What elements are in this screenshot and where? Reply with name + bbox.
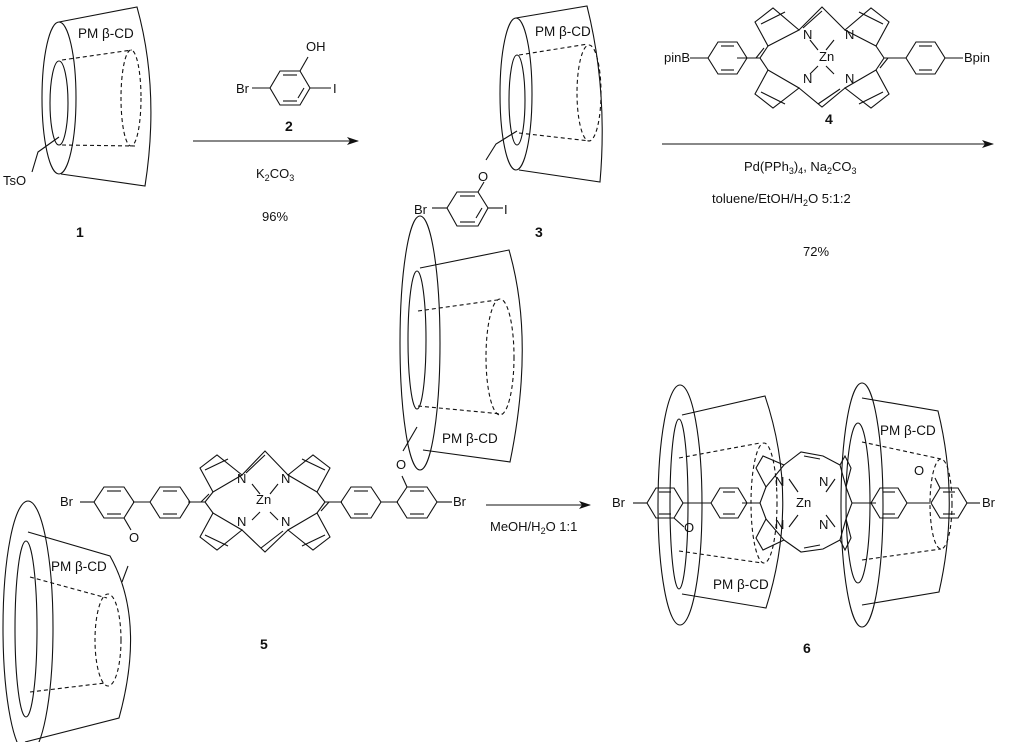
catalyst-part: , Na xyxy=(803,159,828,174)
host-label-5-upper: PM β-CD xyxy=(442,431,498,446)
oxygen-label-6a: O xyxy=(684,520,695,535)
solvent-part: toluene/EtOH/H xyxy=(712,191,804,206)
br-label-2: Br xyxy=(236,81,249,96)
n-label: N xyxy=(775,474,785,489)
cyclodextrin-cone-1 xyxy=(31,6,152,187)
oxygen-label-3: O xyxy=(478,169,489,184)
condition-solvent: toluene/EtOH/H2O 5:1:2 xyxy=(712,192,851,208)
catalyst-sub: 2 xyxy=(827,166,833,176)
n-label: N xyxy=(281,514,291,529)
catalyst-sub: 3 xyxy=(851,166,857,176)
solvent-part: O 5:1:2 xyxy=(808,191,851,206)
tso-label: TsO xyxy=(3,173,27,188)
n-label: N xyxy=(845,27,855,42)
iodo-label-2: I xyxy=(333,81,337,96)
compound-number-3: 3 xyxy=(535,224,543,240)
n-label: N xyxy=(819,474,829,489)
catalyst-part: Pd(PPh xyxy=(744,159,789,174)
meoh-part: MeOH/H xyxy=(490,519,541,534)
n-label: N xyxy=(775,517,785,532)
meoh-part: O 1:1 xyxy=(545,519,578,534)
k2co3-sub: 2 xyxy=(264,173,270,183)
n-label: N xyxy=(819,517,829,532)
host-label-6-left: PM β-CD xyxy=(713,577,769,592)
k2co3-part: K xyxy=(256,166,265,181)
iodo-label-3: I xyxy=(504,202,508,217)
oxygen-label-5a: O xyxy=(396,457,407,472)
compound-number-5: 5 xyxy=(260,636,268,652)
catalyst-sub: 3 xyxy=(788,166,794,176)
zn-label-4: Zn xyxy=(819,49,835,64)
cyclodextrin-cone-5-lower xyxy=(2,500,132,742)
br-label-5b: Br xyxy=(453,494,466,509)
br-label-5a: Br xyxy=(60,494,73,509)
condition-catalyst: Pd(PPh3)4, Na2CO3 xyxy=(744,160,857,176)
pinb-label: pinB xyxy=(664,50,691,65)
host-label-3: PM β-CD xyxy=(535,24,591,39)
porphyrin-4 xyxy=(690,6,963,109)
yield-step-2: 72% xyxy=(803,244,830,259)
solvent-sub: 2 xyxy=(803,198,809,208)
compound-number-4: 4 xyxy=(825,111,833,127)
br-label-3: Br xyxy=(414,202,427,217)
zn-label-5: Zn xyxy=(256,492,272,507)
n-label: N xyxy=(237,514,247,529)
porphyrin-5 xyxy=(80,450,452,553)
yield-step-1: 96% xyxy=(262,209,289,224)
bromoiodophenol-2 xyxy=(252,56,331,106)
bpin-label: Bpin xyxy=(964,50,991,65)
zn-label-6: Zn xyxy=(796,495,812,510)
br-label-6a: Br xyxy=(612,495,625,510)
br-label-6b: Br xyxy=(982,495,995,510)
cyclodextrin-cone-3 xyxy=(485,5,603,183)
catalyst-part: CO xyxy=(832,159,852,174)
n-label: N xyxy=(845,71,855,86)
catalyst-part: ) xyxy=(793,159,799,174)
compound-number-6: 6 xyxy=(803,640,811,656)
catalyst-sub: 4 xyxy=(798,166,804,176)
condition-k2co3: K2CO3 xyxy=(256,167,294,183)
host-label-6-right: PM β-CD xyxy=(880,423,936,438)
n-label: N xyxy=(803,27,813,42)
cyclodextrin-cone-5-upper xyxy=(399,215,523,471)
compound-number-2: 2 xyxy=(285,118,293,134)
condition-meoh-water: MeOH/H2O 1:1 xyxy=(490,520,577,536)
host-label-5-lower: PM β-CD xyxy=(51,559,107,574)
cyclodextrin-cone-6-right xyxy=(840,382,953,628)
n-label: N xyxy=(281,471,291,486)
k2co3-part: CO xyxy=(269,166,290,181)
k2co3-sub: 3 xyxy=(289,173,295,183)
compound-number-1: 1 xyxy=(76,224,84,240)
host-label-1: PM β-CD xyxy=(78,26,134,41)
n-label: N xyxy=(237,471,247,486)
aryl-ether-3 xyxy=(432,181,503,227)
porphyrin-6 xyxy=(633,451,980,553)
cyclodextrin-cone-6-left xyxy=(657,384,784,626)
oh-label: OH xyxy=(306,39,326,54)
n-label: N xyxy=(803,71,813,86)
oxygen-label-6b: O xyxy=(914,463,925,478)
oxygen-label-5b: O xyxy=(129,530,140,545)
meoh-sub: 2 xyxy=(540,526,546,536)
